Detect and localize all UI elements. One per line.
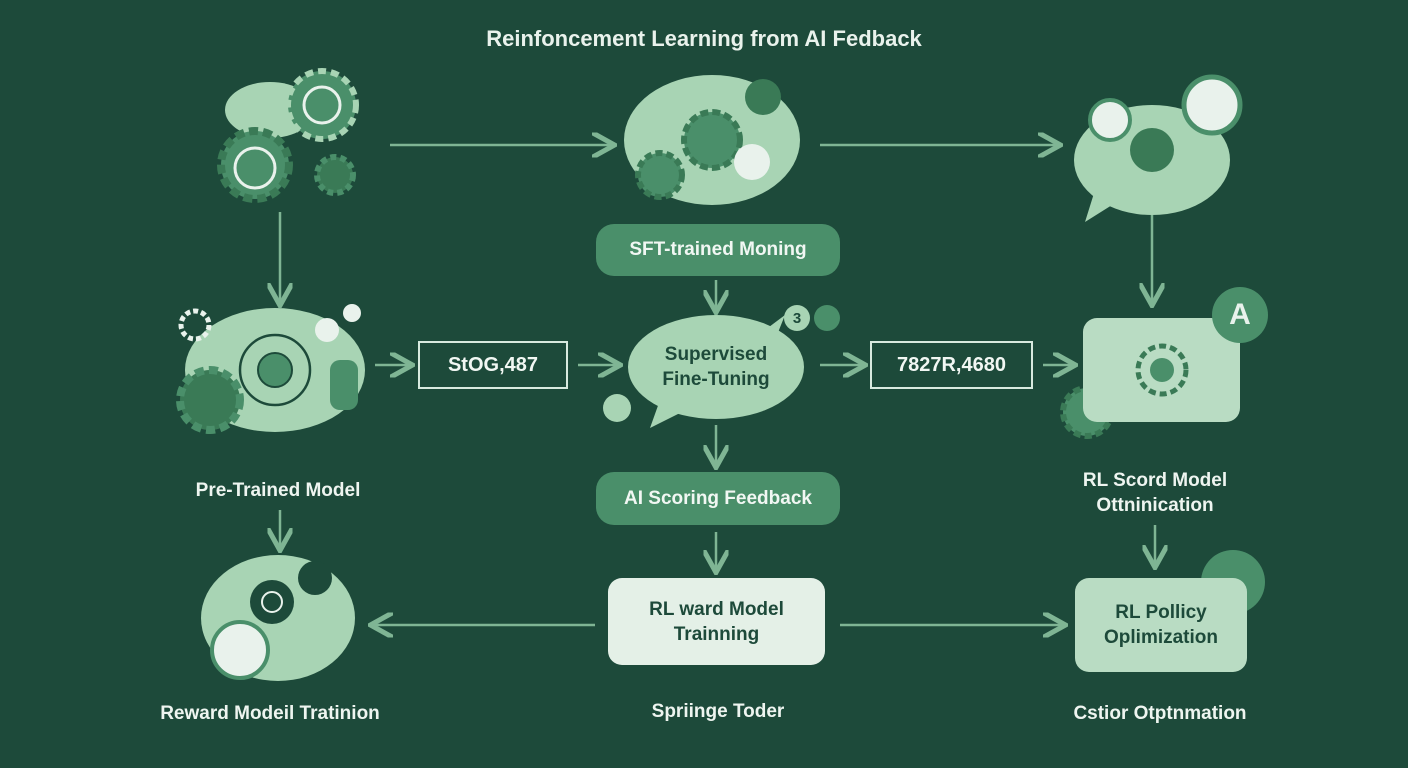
left-value-box: StOG,487 <box>418 341 568 389</box>
diagram-title: Reinfoncement Learning from AI Fedback <box>486 26 922 51</box>
badge-a: A <box>1212 287 1268 343</box>
chat-bubble-icon <box>624 75 800 205</box>
badge-3: 3 <box>784 305 810 331</box>
right-value-box: 7827R,4680 <box>870 341 1033 389</box>
gear-network-icon <box>1135 343 1188 397</box>
gear-cluster-icon <box>217 68 359 203</box>
rl-policy-node: RL Pollicy Oplimization <box>1075 578 1247 672</box>
springe-label: Spriinge Toder <box>651 701 785 722</box>
reward-label: Reward Modeil Tratinion <box>160 703 380 724</box>
rl-scored-model-card <box>1083 318 1240 422</box>
sft-node: Supervised Fine-Tuning <box>640 342 792 392</box>
agents-bubble-icon <box>1074 74 1243 222</box>
reward-blob-icon <box>201 555 355 681</box>
sft-trained-node: SFT-trained Moning <box>596 224 840 276</box>
ai-scoring-node: AI Scoring Feedback <box>596 472 840 525</box>
pretrained-label: Pre-Trained Model <box>195 480 361 501</box>
cstior-label: Cstior Otptnmation <box>1073 703 1247 724</box>
rl-scord-line1: RL Scord Model <box>1082 470 1228 491</box>
rl-scord-label: RL Scord Model Ottninication <box>1040 468 1270 518</box>
sft-label: Supervised Fine-Tuning <box>662 344 770 390</box>
model-blob-icon <box>176 304 365 434</box>
sft-bubble-shape <box>603 305 840 428</box>
rl-scord-line2: Ottninication <box>1096 495 1214 516</box>
rl-ward-node: RL ward Model Trainning <box>608 578 825 665</box>
